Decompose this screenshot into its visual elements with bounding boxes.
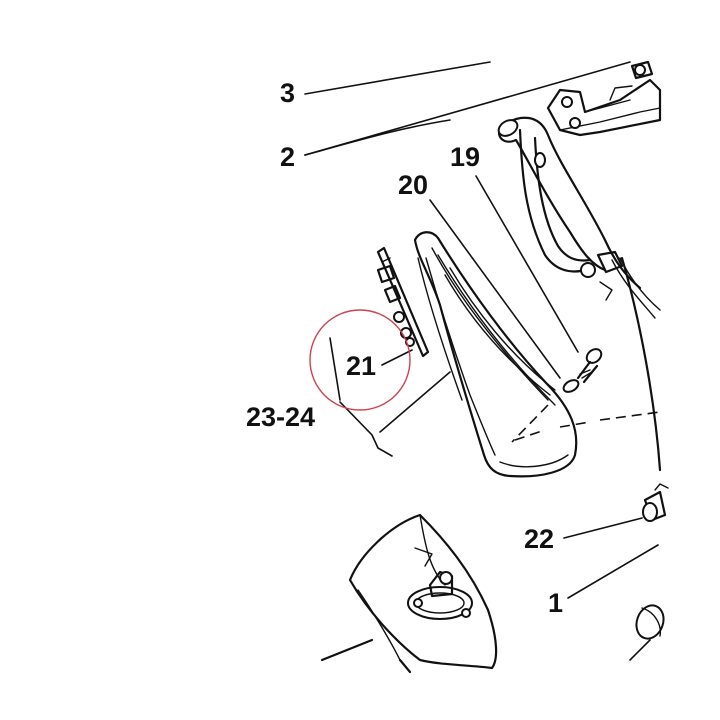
lower-housing xyxy=(320,513,498,674)
callout-3: 3 xyxy=(280,78,295,108)
callout-22: 22 xyxy=(524,524,554,554)
side-cover-part-20 xyxy=(413,231,578,478)
callout-23-24: 23-24 xyxy=(246,402,315,432)
trim-strip-part-21 xyxy=(376,246,430,358)
plug-part-1 xyxy=(635,604,665,640)
screw-part-19 xyxy=(562,348,603,393)
fastener-part-22 xyxy=(642,483,669,522)
leader-lines xyxy=(304,61,659,661)
callout-2: 2 xyxy=(280,142,295,172)
frame-assembly xyxy=(497,60,662,472)
callout-1: 1 xyxy=(548,588,563,618)
callout-20: 20 xyxy=(398,170,428,200)
highlight-circle xyxy=(309,309,411,411)
reference-dash xyxy=(514,411,661,441)
callout-21: 21 xyxy=(346,351,376,381)
callout-19: 19 xyxy=(450,142,480,172)
